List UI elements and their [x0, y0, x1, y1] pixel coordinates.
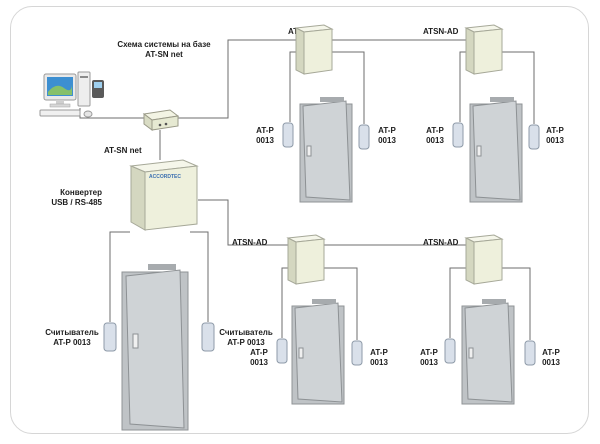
at-sn-net-hub — [142, 109, 180, 131]
node2-reader-right — [528, 124, 540, 150]
main-reader-right-label: Считыватель AT-P 0013 — [219, 328, 273, 347]
node1-reader-right-label: AT-P 0013 — [378, 126, 396, 145]
node3-controller-box — [286, 234, 326, 285]
node4-reader-right-label: AT-P 0013 — [542, 348, 560, 367]
line-hub-top-node1 — [175, 39, 300, 119]
node1-controller-box — [294, 24, 334, 75]
main-reader-left-label: Считыватель AT-P 0013 — [45, 328, 99, 347]
node2-controller-label: ATSN-AD — [423, 27, 459, 36]
computer-icon — [39, 71, 104, 118]
node3-reader-right — [351, 340, 363, 366]
node2-door — [469, 97, 523, 203]
node4-controller-label: ATSN-AD — [423, 238, 459, 247]
node3-reader-left — [276, 338, 288, 364]
node2-controller-box — [464, 24, 504, 75]
node1-reader-left-label: AT-P 0013 — [256, 126, 274, 145]
hub-label: AT-SN net — [104, 146, 142, 155]
node1-reader-right — [358, 124, 370, 150]
node4-door — [461, 299, 515, 405]
diagram-title: Схема системы на базе AT-SN net — [117, 40, 211, 59]
node2-reader-left — [452, 122, 464, 148]
main-reader-right — [201, 322, 215, 352]
node4-controller-box — [464, 234, 504, 285]
node3-reader-left-label: AT-P 0013 — [250, 348, 268, 367]
node3-reader-right-label: AT-P 0013 — [370, 348, 388, 367]
node3-controller-label: ATSN-AD — [232, 238, 268, 247]
line-converter-node3 — [198, 199, 290, 246]
rounded-frame — [10, 6, 589, 434]
node2-reader-right-label: AT-P 0013 — [546, 126, 564, 145]
converter-box: ACCORDTEC — [127, 158, 199, 232]
brand-logo: ACCORDTEC — [149, 174, 181, 180]
node4-reader-left-label: AT-P 0013 — [420, 348, 438, 367]
converter-label: Конвертер USB / RS-485 — [51, 188, 102, 207]
node1-reader-left — [282, 122, 294, 148]
main-door — [121, 264, 189, 431]
node4-reader-left — [444, 338, 456, 364]
node1-door — [299, 97, 353, 203]
node3-door — [291, 299, 345, 405]
node2-reader-left-label: AT-P 0013 — [426, 126, 444, 145]
main-reader-left — [103, 322, 117, 352]
node4-reader-right — [524, 340, 536, 366]
